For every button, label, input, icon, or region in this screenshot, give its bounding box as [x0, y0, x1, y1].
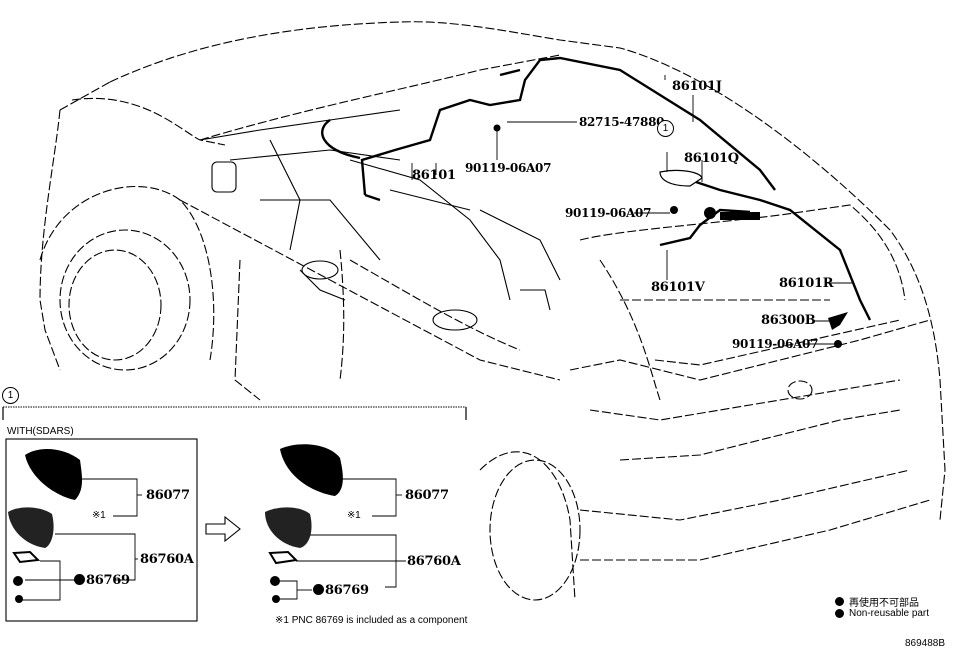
part-label-86101q[interactable]: 86101Q: [684, 151, 739, 166]
part-label-86101[interactable]: 86101: [412, 168, 456, 183]
inset-before-label-86760a[interactable]: 86760A: [140, 552, 194, 567]
gasket-after: [268, 550, 299, 565]
inset-ref-1-icon: 1: [2, 387, 19, 404]
callout-ref-1-icon[interactable]: 1: [657, 120, 674, 137]
antenna-base-86760a-after: [265, 507, 312, 548]
screw: [15, 595, 23, 603]
inset-after-leaders: [280, 478, 406, 600]
part-label-90119-06a07-top[interactable]: 90119-06A07: [465, 161, 552, 175]
bracket-86300b: [828, 312, 848, 330]
antenna-base-86760a: [8, 507, 54, 548]
part-label-90119-06a07-bottom[interactable]: 90119-06A07: [732, 337, 819, 351]
inset-before-86769-text: 86769: [86, 573, 130, 588]
part-label-86101v[interactable]: 86101V: [651, 280, 705, 295]
inset-after-86769-text: 86769: [325, 583, 369, 598]
nut-after: [270, 576, 280, 586]
legend-item-jp: 再使用不可部品: [835, 594, 919, 609]
part-label-86101j[interactable]: 86101J: [672, 79, 722, 94]
part-label-86300b[interactable]: 86300B: [761, 313, 816, 328]
antenna-cover-86077-after: [280, 444, 343, 496]
door-handle: [432, 309, 478, 331]
screw-after: [272, 595, 280, 603]
nut: [13, 576, 23, 586]
inset-after-parts: [265, 444, 343, 603]
part-label-86101r[interactable]: 86101R: [779, 276, 834, 291]
non-reusable-dot-icon: [74, 574, 85, 585]
figure-id: 869488B: [905, 638, 946, 649]
car-interior-lines: [199, 109, 561, 331]
inset-after-label-86077[interactable]: 86077: [405, 488, 449, 503]
part-label-90119-06a07-mid[interactable]: 90119-06A07: [565, 206, 652, 220]
gasket: [12, 550, 41, 564]
arrow-icon: [205, 515, 241, 543]
inset-after-label-86769[interactable]: 86769: [313, 584, 369, 597]
inset-after-label-86760a[interactable]: 86760A: [407, 554, 461, 569]
filled-circle-icon: [835, 609, 844, 618]
leader-lines: [411, 75, 852, 345]
antenna-harness: [321, 56, 872, 321]
inset-before-note-ref: ※1: [92, 510, 106, 521]
inset-before-parts: [8, 448, 83, 603]
part-label-82715-47880[interactable]: 82715-47880: [579, 115, 665, 129]
inset-after-note-ref: ※1: [347, 510, 361, 521]
legend-item-en: Non-reusable part: [835, 608, 929, 619]
antenna-fin-outline: [659, 169, 703, 187]
harness-connectors: [493, 124, 848, 348]
side-mirror: [211, 161, 237, 193]
car-body-outline: [39, 21, 946, 601]
filled-circle-icon: [835, 597, 844, 606]
inset-before-label-86769[interactable]: 86769: [74, 574, 130, 587]
inset-before-label-86077[interactable]: 86077: [146, 488, 190, 503]
non-reusable-dot-icon: [313, 584, 324, 595]
legend-text-jp: 再使用不可部品: [849, 598, 919, 609]
inset-frame: [2, 406, 467, 622]
legend-text-en: Non-reusable part: [849, 608, 930, 619]
inset-before-leaders: [22, 478, 142, 601]
inset-footnote: ※1 PNC 86769 is included as a component: [275, 615, 468, 626]
antenna-cover-86077: [25, 448, 83, 500]
inset-title: WITH(SDARS): [7, 426, 74, 437]
